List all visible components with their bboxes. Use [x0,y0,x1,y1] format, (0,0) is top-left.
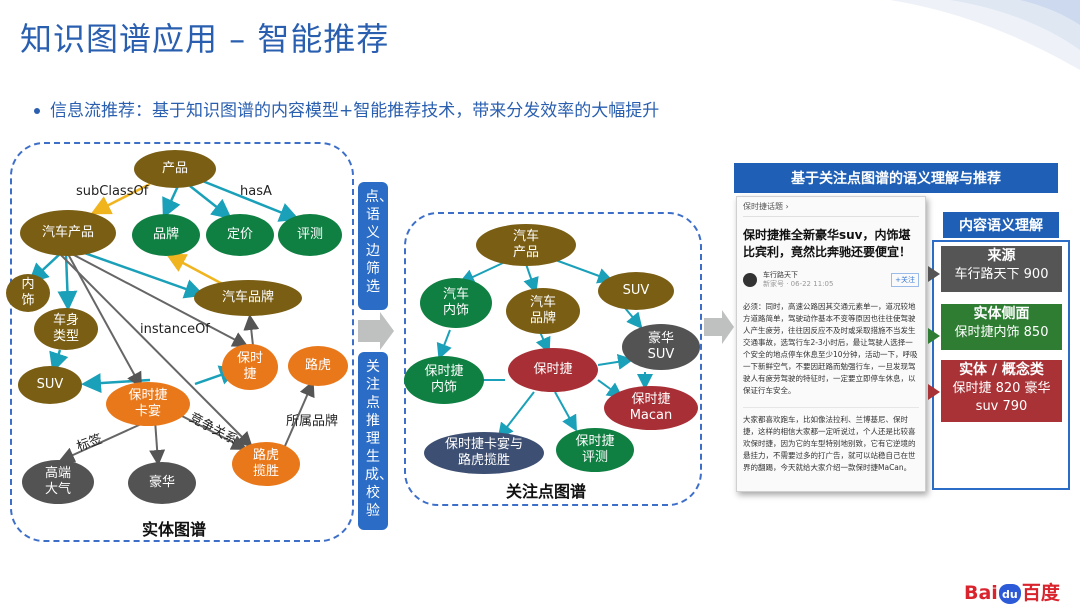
arrow-right-1 [358,312,394,350]
entity-graph-panel [10,142,354,542]
step-filter: 点、语义边筛选 [358,182,393,310]
article-body-2: 大家都喜欢跑车，比如像法拉利、兰博基尼、保时捷，这样的相信大家都一定听说过，个人… [743,407,919,474]
node-porsche: 保时捷 [222,344,278,390]
card-entity-concept-heading: 实体 / 概念类 [959,362,1044,378]
focus-node-porsche: 保时捷 [508,348,598,392]
entity-graph-caption: 实体图谱 [142,520,207,539]
focus-node-cayenne-evoque: 保时捷卡宴与路虎揽胜 [424,432,544,474]
edge-label-belongs: 所属品牌 [286,414,339,429]
logo-text-mid: du [1001,587,1018,601]
focus-node-porsche-interior: 保时捷内饰 [404,356,484,404]
article-author-row: 车行路天下 新家号 · 06-22 11:05 +关注 [743,271,919,289]
step-reason-text: 关注点推理生成、校验 [365,359,393,519]
focus-node-luxury-suv: 豪华SUV [622,324,700,370]
node-cayenne: 保时捷卡宴 [106,382,190,426]
author-avatar [743,273,757,287]
node-luxury: 豪华 [128,462,196,504]
step-reason: 关注点推理生成、校验 [358,352,393,530]
focus-node-porsche-review: 保时捷评测 [556,428,634,472]
card-source-value: 车行路天下 900 [954,267,1049,282]
card-source-heading: 来源 [987,248,1016,264]
paw-icon: du [998,583,1021,604]
card-arrows [928,266,940,400]
bullet-dot [34,108,40,114]
card-entity-concept-value: 保时捷 820 豪华suv 790 [952,381,1051,414]
card-source: 来源 车行路天下 900 [941,246,1062,292]
node-evoque: 路虎揽胜 [232,442,300,486]
content-understanding-box [932,240,1070,490]
node-interior: 内饰 [6,274,50,312]
node-body-type: 车身类型 [34,308,98,350]
article-topic-header[interactable]: 保时捷话题 › [743,197,919,217]
node-product: 产品 [134,150,216,188]
focus-graph-panel [404,212,702,506]
card-entity-aspect-heading: 实体侧面 [973,306,1030,322]
content-understanding-title: 内容语义理解 [943,212,1059,238]
focus-graph-caption: 关注点图谱 [506,482,587,501]
node-high-end: 高端大气 [22,460,94,504]
card-entity-concept: 实体 / 概念类 保时捷 820 豪华suv 790 [941,360,1062,422]
bullet-text: 信息流推荐：基于知识图谱的内容模型+智能推荐技术，带来分发效率的大幅提升 [50,101,660,121]
node-landrover: 路虎 [288,346,348,386]
semantic-recommend-title: 基于关注点图谱的语义理解与推荐 [734,163,1058,193]
author-info: 车行路天下 新家号 · 06-22 11:05 [763,271,833,289]
edge-label-subclass: subClassOf [76,184,149,199]
focus-node-car-product: 汽车产品 [476,224,576,266]
article-body-1: 必须：同时，高速公路因其交通元素单一，道况较地方道路简单，驾驶动作基本不变等原因… [743,302,918,395]
logo-text-right: 百度 [1021,582,1060,604]
node-review: 评测 [278,214,342,256]
article-card: 保时捷话题 › 保时捷推全新豪华suv，内饰堪比宾利，竟然比奔驰还要便宜！ 车行… [736,196,926,492]
entity-graph-edges [28,178,315,466]
edge-label-instance: instanceOf [140,322,210,337]
author-name: 车行路天下 [763,271,798,279]
focus-node-porsche-macan: 保时捷Macan [604,386,698,430]
node-suv: SUV [18,366,82,404]
article-title[interactable]: 保时捷推全新豪华suv，内饰堪比宾利，竟然比奔驰还要便宜！ [743,228,912,259]
node-car-product: 汽车产品 [20,210,116,256]
card-entity-aspect: 实体侧面 保时捷内饰 850 [941,304,1062,350]
focus-node-suv: SUV [598,272,674,310]
node-brand: 品牌 [132,214,200,256]
corner-decoration [890,0,1080,70]
author-meta: 新家号 · 06-22 11:05 [763,280,834,288]
page-title: 知识图谱应用 – 智能推荐 [20,20,390,58]
edge-label-hasa: hasA [240,184,272,199]
node-price: 定价 [206,214,274,256]
focus-node-car-interior: 汽车内饰 [420,278,492,328]
bullet-point: 信息流推荐：基于知识图谱的内容模型+智能推荐技术，带来分发效率的大幅提升 [34,96,659,121]
arrow-right-2 [704,310,734,344]
node-car-brand: 汽车品牌 [194,280,302,316]
logo-text-left: Bai [964,582,998,604]
focus-node-car-brand: 汽车品牌 [506,288,580,334]
follow-button[interactable]: +关注 [891,273,919,287]
card-entity-aspect-value: 保时捷内饰 850 [954,325,1049,340]
